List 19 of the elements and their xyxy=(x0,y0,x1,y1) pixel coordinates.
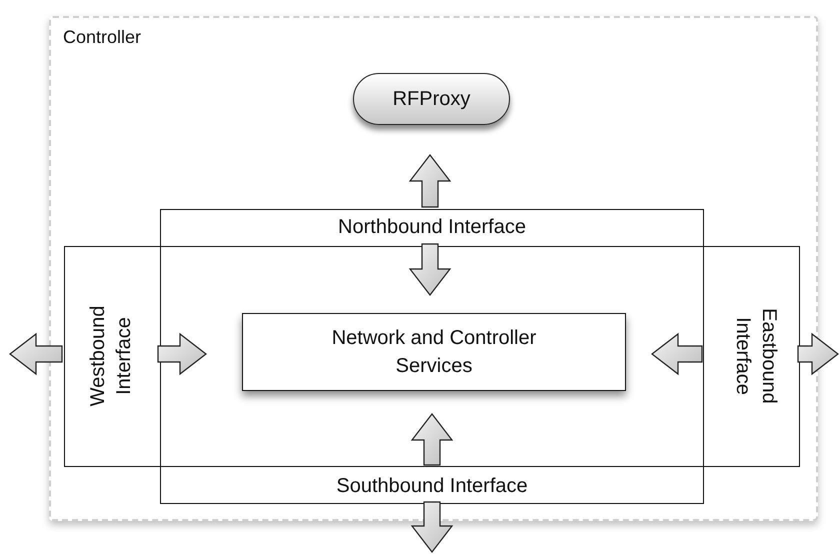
interface-label: Eastbound Interface xyxy=(731,307,781,406)
services-box xyxy=(242,313,626,391)
block-arrow xyxy=(410,413,454,466)
rfproxy-pill xyxy=(353,73,510,125)
block-arrow xyxy=(408,154,452,208)
interface-box xyxy=(160,209,704,504)
block-arrow xyxy=(797,332,839,376)
node-label: Network and Controller Services xyxy=(330,326,538,379)
block-arrow xyxy=(408,243,452,296)
block-arrow xyxy=(9,332,63,376)
block-arrow xyxy=(157,332,207,376)
interface-label: Northbound Interface xyxy=(337,215,527,240)
interface-label: Southbound Interface xyxy=(335,474,529,499)
block-arrow xyxy=(410,501,454,553)
block-arrow xyxy=(651,332,703,376)
frame-title: Controller xyxy=(63,26,142,49)
interface-label: Westbound Interface xyxy=(86,304,136,408)
interface-box xyxy=(64,246,800,467)
node-label: RFProxy xyxy=(392,87,472,112)
